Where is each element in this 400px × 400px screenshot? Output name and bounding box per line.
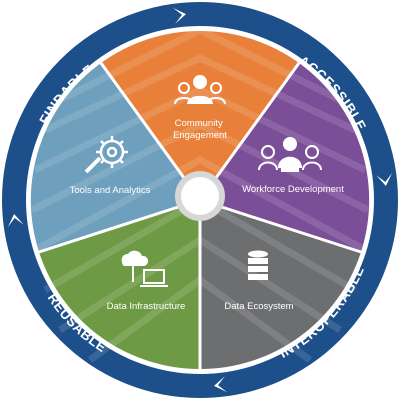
workforce-icon: [258, 137, 322, 172]
segment-dividers: [38, 62, 362, 369]
segment-workforce-development: [200, 63, 370, 252]
label-data-infrastructure: Data Infrastructure: [107, 301, 186, 312]
label-tools-and-analytics: Tools and Analytics: [70, 185, 151, 196]
label-data-ecosystem: Data Ecosystem: [224, 301, 293, 312]
segment-data-ecosystem: [200, 200, 361, 370]
hub-center: [181, 177, 219, 215]
label-community-engagement: Community Engagement: [173, 118, 227, 141]
segment-tools-and-analytics: [30, 63, 200, 252]
label-workforce-development: Workforce Development: [242, 184, 344, 195]
segment-data-infrastructure: [39, 200, 200, 370]
database-icon: [248, 250, 268, 280]
people-icon: [174, 75, 226, 105]
segment-community-engagement: [101, 30, 299, 200]
gear-wrench-icon: [84, 136, 128, 174]
ring-arrow-notches: [7, 7, 393, 393]
cloud-laptop-icon: [121, 250, 168, 287]
